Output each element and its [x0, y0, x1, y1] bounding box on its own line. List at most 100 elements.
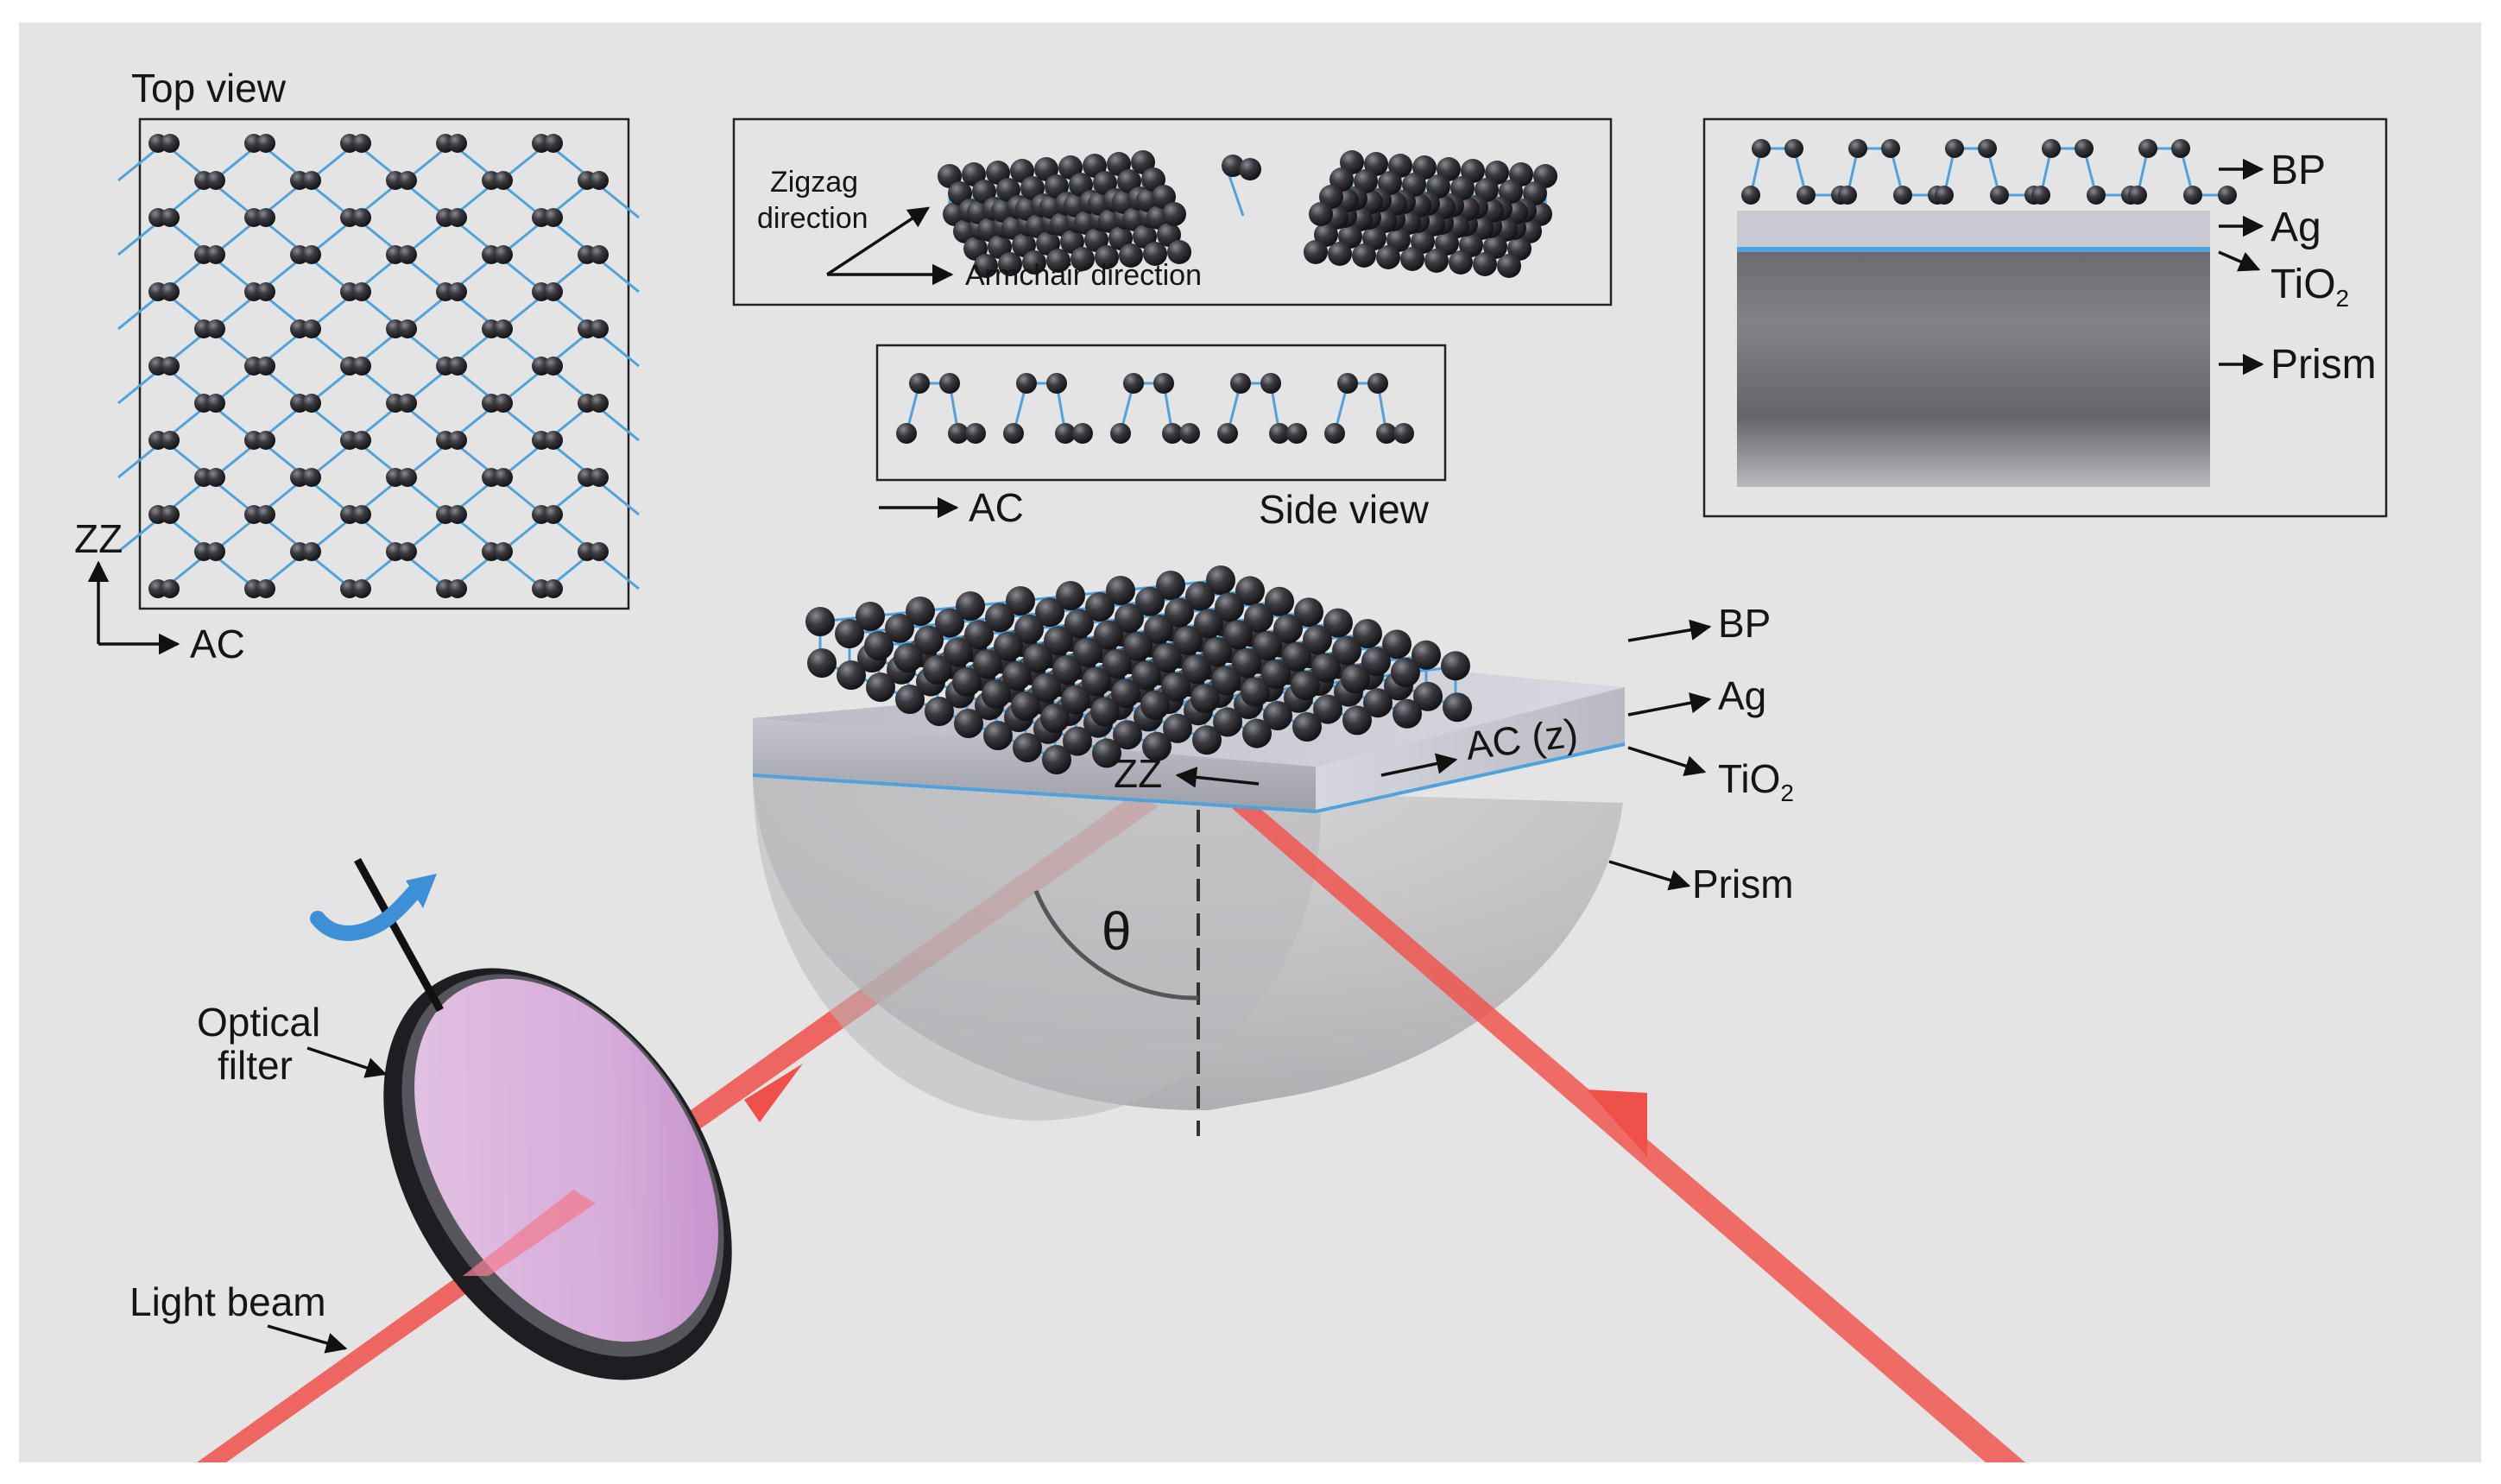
- side-view-title: Side view: [1259, 487, 1430, 532]
- armchair-label: Armchair direction: [965, 259, 1202, 292]
- filter-glass: [414, 978, 718, 1342]
- phosphorus-atom: [161, 208, 180, 227]
- phosphorus-atom: [256, 282, 275, 301]
- layers-prism: [1737, 252, 2210, 487]
- phosphorus-atom: [1244, 603, 1273, 633]
- phosphorus-atom: [161, 579, 180, 598]
- phosphorus-atom: [1881, 139, 1900, 158]
- phosphorus-atom: [1061, 685, 1090, 715]
- beam-through-filter: [463, 1190, 596, 1276]
- phosphorus-atom: [1002, 661, 1032, 691]
- phosphorus-atom: [805, 607, 835, 636]
- phosphorus-atom: [1400, 247, 1424, 271]
- phosphorus-atom: [1094, 620, 1123, 650]
- phosphorus-atom: [807, 648, 837, 678]
- phosphorus-atom: [2138, 139, 2157, 158]
- phosphorus-atom: [1052, 655, 1082, 685]
- phosphorus-atom: [1222, 155, 1244, 177]
- phosphorus-atom: [925, 697, 954, 726]
- phosphorus-atom: [1182, 654, 1211, 685]
- phosphorus-atom: [1203, 637, 1232, 666]
- phosphorus-atom: [964, 620, 994, 650]
- phosphorus-atom: [494, 245, 513, 264]
- phosphorus-atom: [544, 357, 563, 376]
- phosphorus-atom: [1153, 643, 1182, 673]
- phosphorus-atom: [352, 208, 371, 227]
- phosphorus-atom: [1945, 139, 1964, 158]
- phosphorus-atom: [590, 394, 609, 413]
- phosphorus-atom: [1143, 242, 1167, 266]
- phosphorus-atom: [398, 394, 417, 413]
- phosphorus-atom: [1085, 592, 1115, 622]
- phosphorus-atom: [1032, 673, 1061, 703]
- phosphorus-atom: [1082, 666, 1111, 697]
- phosphorus-atom: [1223, 620, 1253, 650]
- reflected-beam-arrowhead: [1587, 1089, 1647, 1157]
- phosphorus-atom: [983, 721, 1013, 750]
- phosphorus-atom: [206, 171, 225, 190]
- phosphorus-atom: [864, 631, 894, 660]
- phosphorus-atom: [1269, 423, 1290, 444]
- phosphorus-atom: [398, 171, 417, 190]
- phosphorus-atom: [909, 373, 930, 394]
- phosphorus-atom: [1424, 249, 1449, 273]
- side-view-panel: AC Side view: [875, 344, 1447, 532]
- phosphorus-atom: [494, 171, 513, 190]
- phosphorus-atom: [956, 591, 985, 621]
- side-view-box: [875, 344, 1447, 482]
- phosphorus-atom: [1213, 707, 1242, 737]
- phosphorus-atom: [1363, 688, 1393, 718]
- phosphorus-atom: [1352, 243, 1376, 268]
- phosphorus-atom: [1022, 250, 1046, 275]
- layers-bp-label: BP: [2270, 148, 2326, 193]
- phosphorus-atom: [206, 394, 225, 413]
- phosphorus-atom: [1167, 240, 1191, 264]
- phosphorus-atom: [302, 319, 321, 338]
- phosphorus-atom: [1323, 608, 1353, 638]
- phosphorus-atom: [1441, 651, 1470, 681]
- phosphorus-atom: [954, 709, 983, 738]
- phosphorus-atom: [1046, 373, 1067, 394]
- phosphorus-atom: [1990, 186, 2009, 205]
- phosphorus-atom: [1132, 660, 1161, 691]
- phosphorus-atom: [1173, 626, 1203, 655]
- light-beam-arrow: [267, 1324, 348, 1354]
- phosphorus-atom: [1241, 677, 1270, 707]
- phosphorus-atom: [256, 134, 275, 153]
- phosphorus-atom: [352, 282, 371, 301]
- phosphorus-atom: [1273, 614, 1303, 644]
- phosphorus-atom: [352, 579, 371, 598]
- phosphorus-atom: [2183, 186, 2202, 205]
- phosphorus-atom: [398, 319, 417, 338]
- phosphorus-atom: [1752, 139, 1771, 158]
- phosphorus-atom: [544, 208, 563, 227]
- phosphorus-atom: [448, 579, 467, 598]
- phosphorus-atom: [1473, 252, 1497, 276]
- phosphorus-atom: [448, 357, 467, 376]
- top-view-title: Top view: [131, 66, 287, 111]
- phosphorus-atom: [1144, 615, 1173, 644]
- phosphorus-atom: [965, 423, 986, 444]
- optical-filter: [383, 968, 732, 1380]
- phosphorus-atom: [896, 423, 917, 444]
- phosphorus-atom: [448, 431, 467, 450]
- phosphorus-atom: [1413, 681, 1443, 711]
- phosphorus-atom: [302, 542, 321, 561]
- phosphorus-atom: [1261, 660, 1291, 689]
- phosphorus-atom: [1361, 647, 1391, 677]
- phosphorus-atom: [544, 579, 563, 598]
- phosphorus-atom: [1206, 565, 1235, 595]
- phosphorus-atom: [352, 357, 371, 376]
- phosphorus-atom: [1179, 423, 1200, 444]
- phosphorus-atom: [1110, 423, 1131, 444]
- phosphorus-atom: [1115, 603, 1144, 633]
- phosphorus-atom: [1239, 158, 1261, 180]
- top-view-ac-label: AC: [190, 622, 245, 666]
- phosphorus-atom: [448, 208, 467, 227]
- phosphorus-atom: [494, 319, 513, 338]
- phosphorus-atom: [2087, 186, 2106, 205]
- phosphorus-atom: [982, 679, 1011, 709]
- phosphorus-atom: [1040, 704, 1070, 733]
- optical-filter-label-line1: Optical: [197, 1000, 320, 1045]
- phosphorus-atom: [1393, 698, 1422, 729]
